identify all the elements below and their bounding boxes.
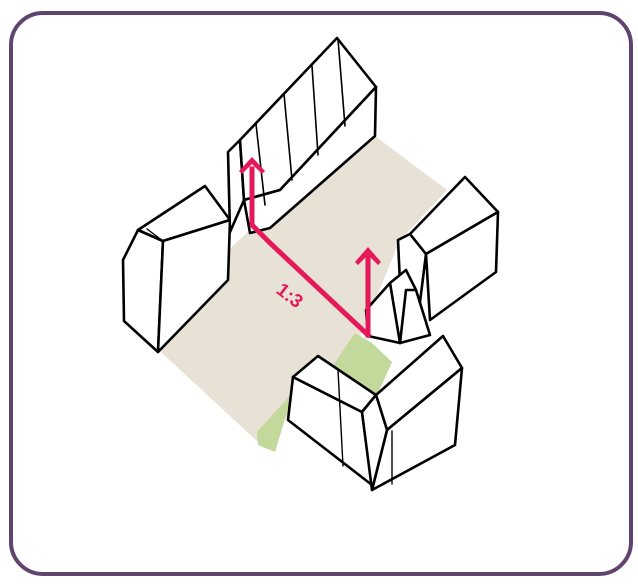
ratio-arrows [249,166,372,339]
arrow-up-left [239,157,265,174]
arrow-up-right [355,247,381,265]
street-surface [150,136,447,442]
front-corner-house [286,334,464,492]
terraced-row [226,36,378,235]
width-line [249,166,372,339]
